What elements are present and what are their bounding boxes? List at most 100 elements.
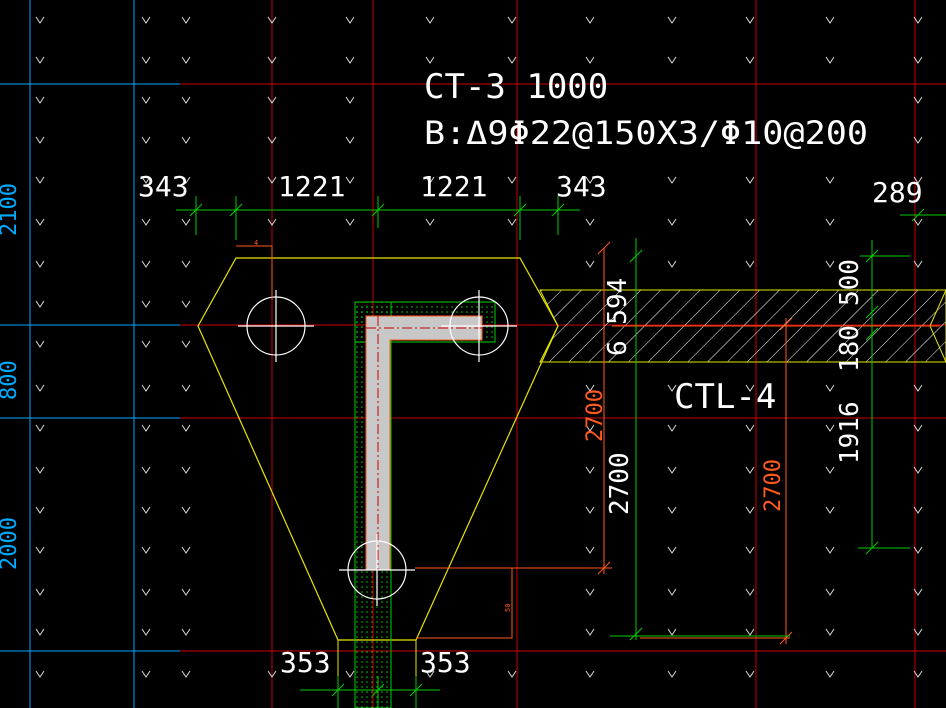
load-arrow-icon (667, 260, 677, 268)
load-arrow-icon (913, 506, 923, 514)
load-arrow-icon (181, 588, 191, 596)
right-top-dim-tick (911, 208, 925, 222)
tiny-label-50: 50 (504, 604, 512, 612)
load-arrow-icon (507, 176, 517, 184)
load-arrow-icon (507, 16, 517, 24)
load-arrow-icon (141, 56, 151, 64)
bottom-dimension (300, 676, 440, 708)
load-arrow-icon (585, 506, 595, 514)
cyan-grid (0, 0, 180, 708)
load-arrow-icon (745, 546, 755, 554)
load-arrow-icon (35, 588, 45, 596)
vdim-white-500: 500 (835, 259, 865, 306)
load-arrow-icon (745, 56, 755, 64)
load-arrow-icon (825, 506, 835, 514)
load-arrow-icon (141, 136, 151, 144)
load-arrow-icon (825, 16, 835, 24)
beam-offset-label: 6 594 (603, 278, 633, 356)
load-arrow-icon (667, 424, 677, 432)
load-arrow-icon (913, 424, 923, 432)
load-arrow-icon (745, 670, 755, 678)
load-arrow-icon (913, 218, 923, 226)
load-arrow-icon (141, 628, 151, 636)
orange-vdim-a-tick-bot (597, 561, 611, 575)
load-arrow-icon (181, 260, 191, 268)
green-vdim-b-tick-1 (865, 249, 879, 263)
load-arrow-icon (181, 16, 191, 24)
load-arrow-icon (667, 218, 677, 226)
right-top-dim-289: 289 (872, 176, 923, 209)
load-arrow-icon (913, 628, 923, 636)
green-vertical-dims (610, 238, 910, 641)
load-arrow-icon (667, 670, 677, 678)
load-arrow-icon (181, 424, 191, 432)
load-arrow-icon (667, 176, 677, 184)
load-arrow-icon (141, 260, 151, 268)
load-arrow-icon (667, 546, 677, 554)
load-arrow-icon (745, 176, 755, 184)
load-arrow-icon (913, 136, 923, 144)
load-arrow-icon (35, 384, 45, 392)
load-arrow-icon (35, 260, 45, 268)
load-arrow-icon (267, 96, 277, 104)
bottom-dim-353-right: 353 (420, 646, 471, 679)
top-dim-1221-right: 1221 (420, 170, 487, 203)
load-arrow-icon (425, 218, 435, 226)
top-dim-tick-1 (189, 203, 203, 217)
load-arrow-icon (181, 300, 191, 308)
piles (238, 290, 517, 606)
load-arrow-icon (181, 506, 191, 514)
pile-1[interactable] (238, 290, 314, 362)
leader-top-left (236, 245, 273, 300)
green-vdim-b-tick-4 (865, 541, 879, 555)
pile-3[interactable] (339, 534, 415, 606)
load-arrow-icon (825, 218, 835, 226)
load-arrow-icon (745, 506, 755, 514)
load-arrow-icon (825, 384, 835, 392)
load-arrow-icon (267, 16, 277, 24)
load-arrow-icon (141, 300, 151, 308)
load-arrow-icon (585, 424, 595, 432)
load-arrow-icon (585, 546, 595, 554)
load-arrow-icon (35, 300, 45, 308)
load-arrow-icon (181, 546, 191, 554)
load-arrow-icon (585, 16, 595, 24)
vdim-white-1916: 1916 (835, 401, 865, 464)
load-arrow-icon (745, 16, 755, 24)
load-arrow-icon (345, 670, 355, 678)
load-arrow-icon (35, 136, 45, 144)
orange-vdim-b-tick-top (779, 317, 793, 331)
load-arrow-icon (585, 588, 595, 596)
load-arrow-icon (181, 466, 191, 474)
green-vdim-a-tick-bot (629, 627, 643, 641)
load-arrow-icon (745, 424, 755, 432)
load-arrow-icon (913, 56, 923, 64)
load-arrow-icon (141, 384, 151, 392)
pile-2[interactable] (441, 290, 517, 362)
right-top-dimension (900, 208, 946, 222)
beam-label: CTL-4 (674, 377, 776, 417)
load-arrow-icon (141, 176, 151, 184)
load-arrow-icon (825, 466, 835, 474)
green-vdim-a-tick-top (629, 249, 643, 263)
vertical-dim-labels: 2700 2700 2700 500 180 1916 6 594 (583, 259, 865, 515)
load-arrow-icon (181, 56, 191, 64)
load-arrow-icon (825, 56, 835, 64)
load-arrow-icon (181, 670, 191, 678)
load-arrow-icon (267, 136, 277, 144)
load-arrow-icon (667, 384, 677, 392)
load-arrow-icon (585, 56, 595, 64)
vdim-orange-2700-b: 2700 (761, 459, 786, 512)
load-arrow-icon (35, 16, 45, 24)
load-arrow-icon (181, 96, 191, 104)
load-arrow-icon (35, 424, 45, 432)
load-arrow-icon (267, 56, 277, 64)
load-arrow-icon (745, 628, 755, 636)
load-arrow-icon (35, 546, 45, 554)
load-arrow-icon (181, 176, 191, 184)
load-arrow-icon (141, 218, 151, 226)
load-arrow-icon (35, 506, 45, 514)
load-arrow-icon (585, 176, 595, 184)
top-dim-tick-2 (229, 203, 243, 217)
